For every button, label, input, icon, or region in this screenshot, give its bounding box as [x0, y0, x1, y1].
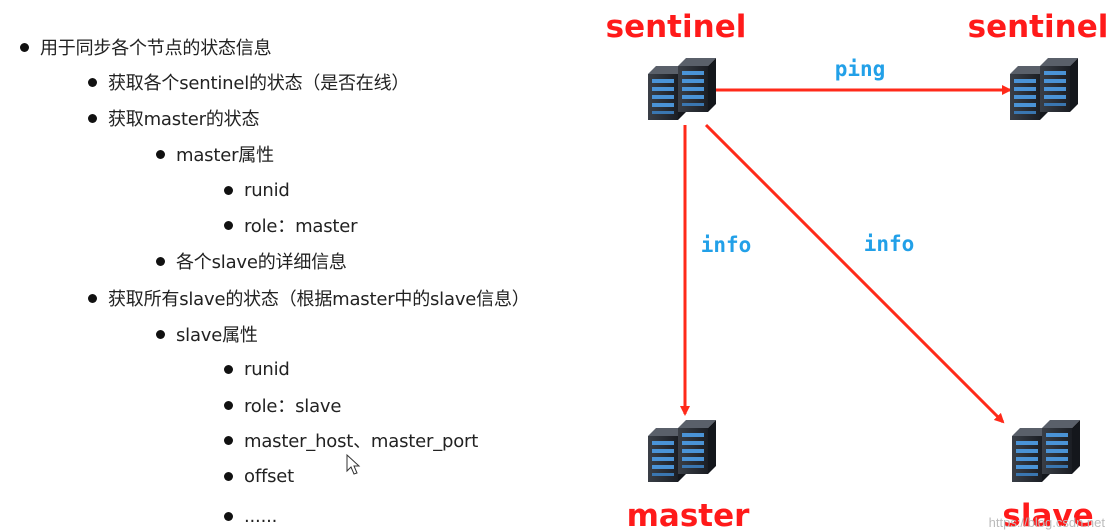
watermark: https://blog.csdn.net — [989, 515, 1106, 530]
bullet-dot — [156, 149, 165, 159]
bullet-item: role：master — [224, 213, 358, 237]
bullet-dot — [88, 113, 97, 123]
bullet-dot — [88, 77, 97, 87]
node-label-sentinel-right: sentinel — [968, 9, 1109, 45]
bullet-dot — [224, 185, 233, 195]
node-label-master: master — [627, 498, 751, 532]
bullet-text: role：master — [244, 216, 358, 237]
bullet-text: master_host、master_port — [244, 431, 479, 452]
bullet-dot — [224, 364, 233, 374]
node-label-sentinel-left: sentinel — [606, 9, 747, 45]
bullet-text: ...... — [244, 505, 278, 527]
bullet-item: master_host、master_port — [224, 428, 478, 452]
bullet-text: 获取各个sentinel的状态（是否在线） — [108, 73, 410, 94]
bullet-dot — [156, 256, 165, 266]
server-icon — [1012, 420, 1080, 482]
bullet-text: 用于同步各个节点的状态信息 — [40, 38, 272, 59]
bullet-dot — [224, 220, 233, 230]
bullet-item: 获取master的状态 — [88, 106, 259, 130]
bullet-item: ...... — [224, 504, 277, 528]
bullet-item: 用于同步各个节点的状态信息 — [20, 35, 272, 59]
info-slave-arrow — [704, 123, 1005, 424]
bullet-text: master属性 — [176, 145, 274, 166]
bullet-text: 获取所有slave的状态（根据master中的slave信息） — [108, 289, 530, 310]
bullet-item: 获取所有slave的状态（根据master中的slave信息） — [88, 286, 530, 310]
bullet-item: 获取各个sentinel的状态（是否在线） — [88, 70, 409, 94]
bullet-dot — [224, 511, 233, 521]
bullet-item: runid — [224, 178, 290, 202]
bullet-item: master属性 — [156, 142, 274, 166]
edge-label-info-slave: info — [864, 232, 915, 256]
bullet-item: runid — [224, 357, 290, 381]
bullet-text: role：slave — [244, 396, 342, 417]
bullet-item: 各个slave的详细信息 — [156, 249, 347, 273]
bullet-text: 获取master的状态 — [108, 109, 260, 130]
bullet-dot — [224, 471, 233, 481]
bullet-text: slave属性 — [176, 325, 258, 346]
node-label-slave: slave — [1002, 498, 1093, 532]
mouse-cursor-icon — [346, 453, 361, 475]
edge-label-info-master: info — [701, 233, 752, 257]
server-icon — [648, 420, 716, 482]
bullet-item: offset — [224, 464, 294, 488]
bullet-text: runid — [244, 179, 290, 201]
bullet-text: offset — [244, 465, 294, 487]
edge-label-ping: ping — [835, 57, 886, 81]
server-icon — [1010, 58, 1078, 120]
bullet-dot — [224, 435, 233, 445]
bullet-dot — [156, 329, 165, 339]
bullet-dot — [20, 42, 29, 52]
bullet-text: runid — [244, 358, 290, 380]
bullet-dot — [88, 293, 97, 303]
bullet-item: role：slave — [224, 393, 341, 417]
bullet-text: 各个slave的详细信息 — [176, 252, 347, 273]
server-icon — [648, 58, 716, 120]
bullet-item: slave属性 — [156, 322, 258, 346]
bullet-dot — [224, 400, 233, 410]
